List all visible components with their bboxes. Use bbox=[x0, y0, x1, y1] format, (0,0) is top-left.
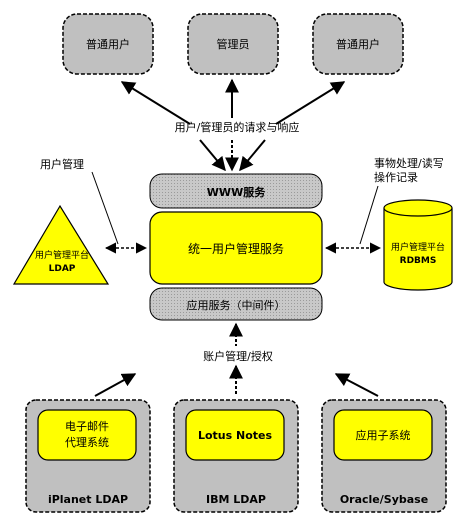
ldap-platform-line1: 用户管理平台 bbox=[35, 249, 89, 261]
system-left-line2: 代理系统 bbox=[65, 436, 109, 449]
system-right-line1: 应用子系统 bbox=[356, 428, 411, 442]
ldap-platform-line2: LDAP bbox=[49, 264, 76, 274]
www-service: WWW服务 bbox=[149, 173, 323, 209]
account-label: 账户管理/授权 bbox=[203, 349, 273, 363]
arrow-left-down bbox=[199, 139, 226, 172]
tx-note-line2: 操作记录 bbox=[374, 170, 418, 184]
arrow-bottom-right bbox=[334, 373, 379, 397]
tx-note-leader bbox=[359, 185, 379, 245]
arrow-right-down bbox=[239, 139, 266, 172]
system-left-line1: 电子邮件 bbox=[65, 420, 109, 433]
user-mgmt-leader bbox=[91, 171, 119, 245]
system-center-line1: Lotus Notes bbox=[198, 429, 273, 442]
app-service-label: 应用服务（中间件） bbox=[187, 298, 286, 312]
core-service: 统一用户管理服务 bbox=[149, 211, 323, 285]
user-box-left: 普通用户 bbox=[62, 13, 154, 75]
arrow-bottom-left bbox=[94, 373, 137, 397]
admin-box-label: 管理员 bbox=[217, 37, 250, 51]
user-mgmt-label: 用户管理 bbox=[40, 157, 84, 171]
admin-box: 管理员 bbox=[187, 13, 279, 75]
system-left-caption: iPlanet LDAP bbox=[48, 493, 128, 506]
system-center-caption: IBM LDAP bbox=[206, 493, 266, 506]
arrow-user-left-up bbox=[120, 81, 191, 125]
tx-note-line1: 事物处理/读写 bbox=[374, 156, 444, 170]
user-box-right-label: 普通用户 bbox=[336, 37, 380, 51]
rdbms-platform-line2: RDBMS bbox=[400, 256, 437, 266]
system-box-left: 电子邮件 代理系统 iPlanet LDAP bbox=[25, 399, 151, 513]
ldap-platform: 用户管理平台 LDAP bbox=[12, 204, 110, 285]
user-box-left-label: 普通用户 bbox=[86, 37, 130, 51]
app-service: 应用服务（中间件） bbox=[149, 287, 323, 321]
system-box-right: 应用子系统 Oracle/Sybase bbox=[321, 399, 447, 513]
system-box-center: Lotus Notes IBM LDAP bbox=[173, 399, 299, 513]
arrow-user-right-up bbox=[275, 81, 346, 125]
rdbms-platform-line1: 用户管理平台 bbox=[391, 241, 445, 253]
request-label: 用户/管理员的请求与响应 bbox=[175, 120, 300, 134]
user-box-right: 普通用户 bbox=[312, 13, 404, 75]
rdbms-platform: 用户管理平台 RDBMS bbox=[383, 199, 453, 291]
core-service-label: 统一用户管理服务 bbox=[188, 241, 284, 256]
www-service-label: WWW服务 bbox=[207, 185, 266, 199]
system-right-caption: Oracle/Sybase bbox=[340, 493, 428, 506]
